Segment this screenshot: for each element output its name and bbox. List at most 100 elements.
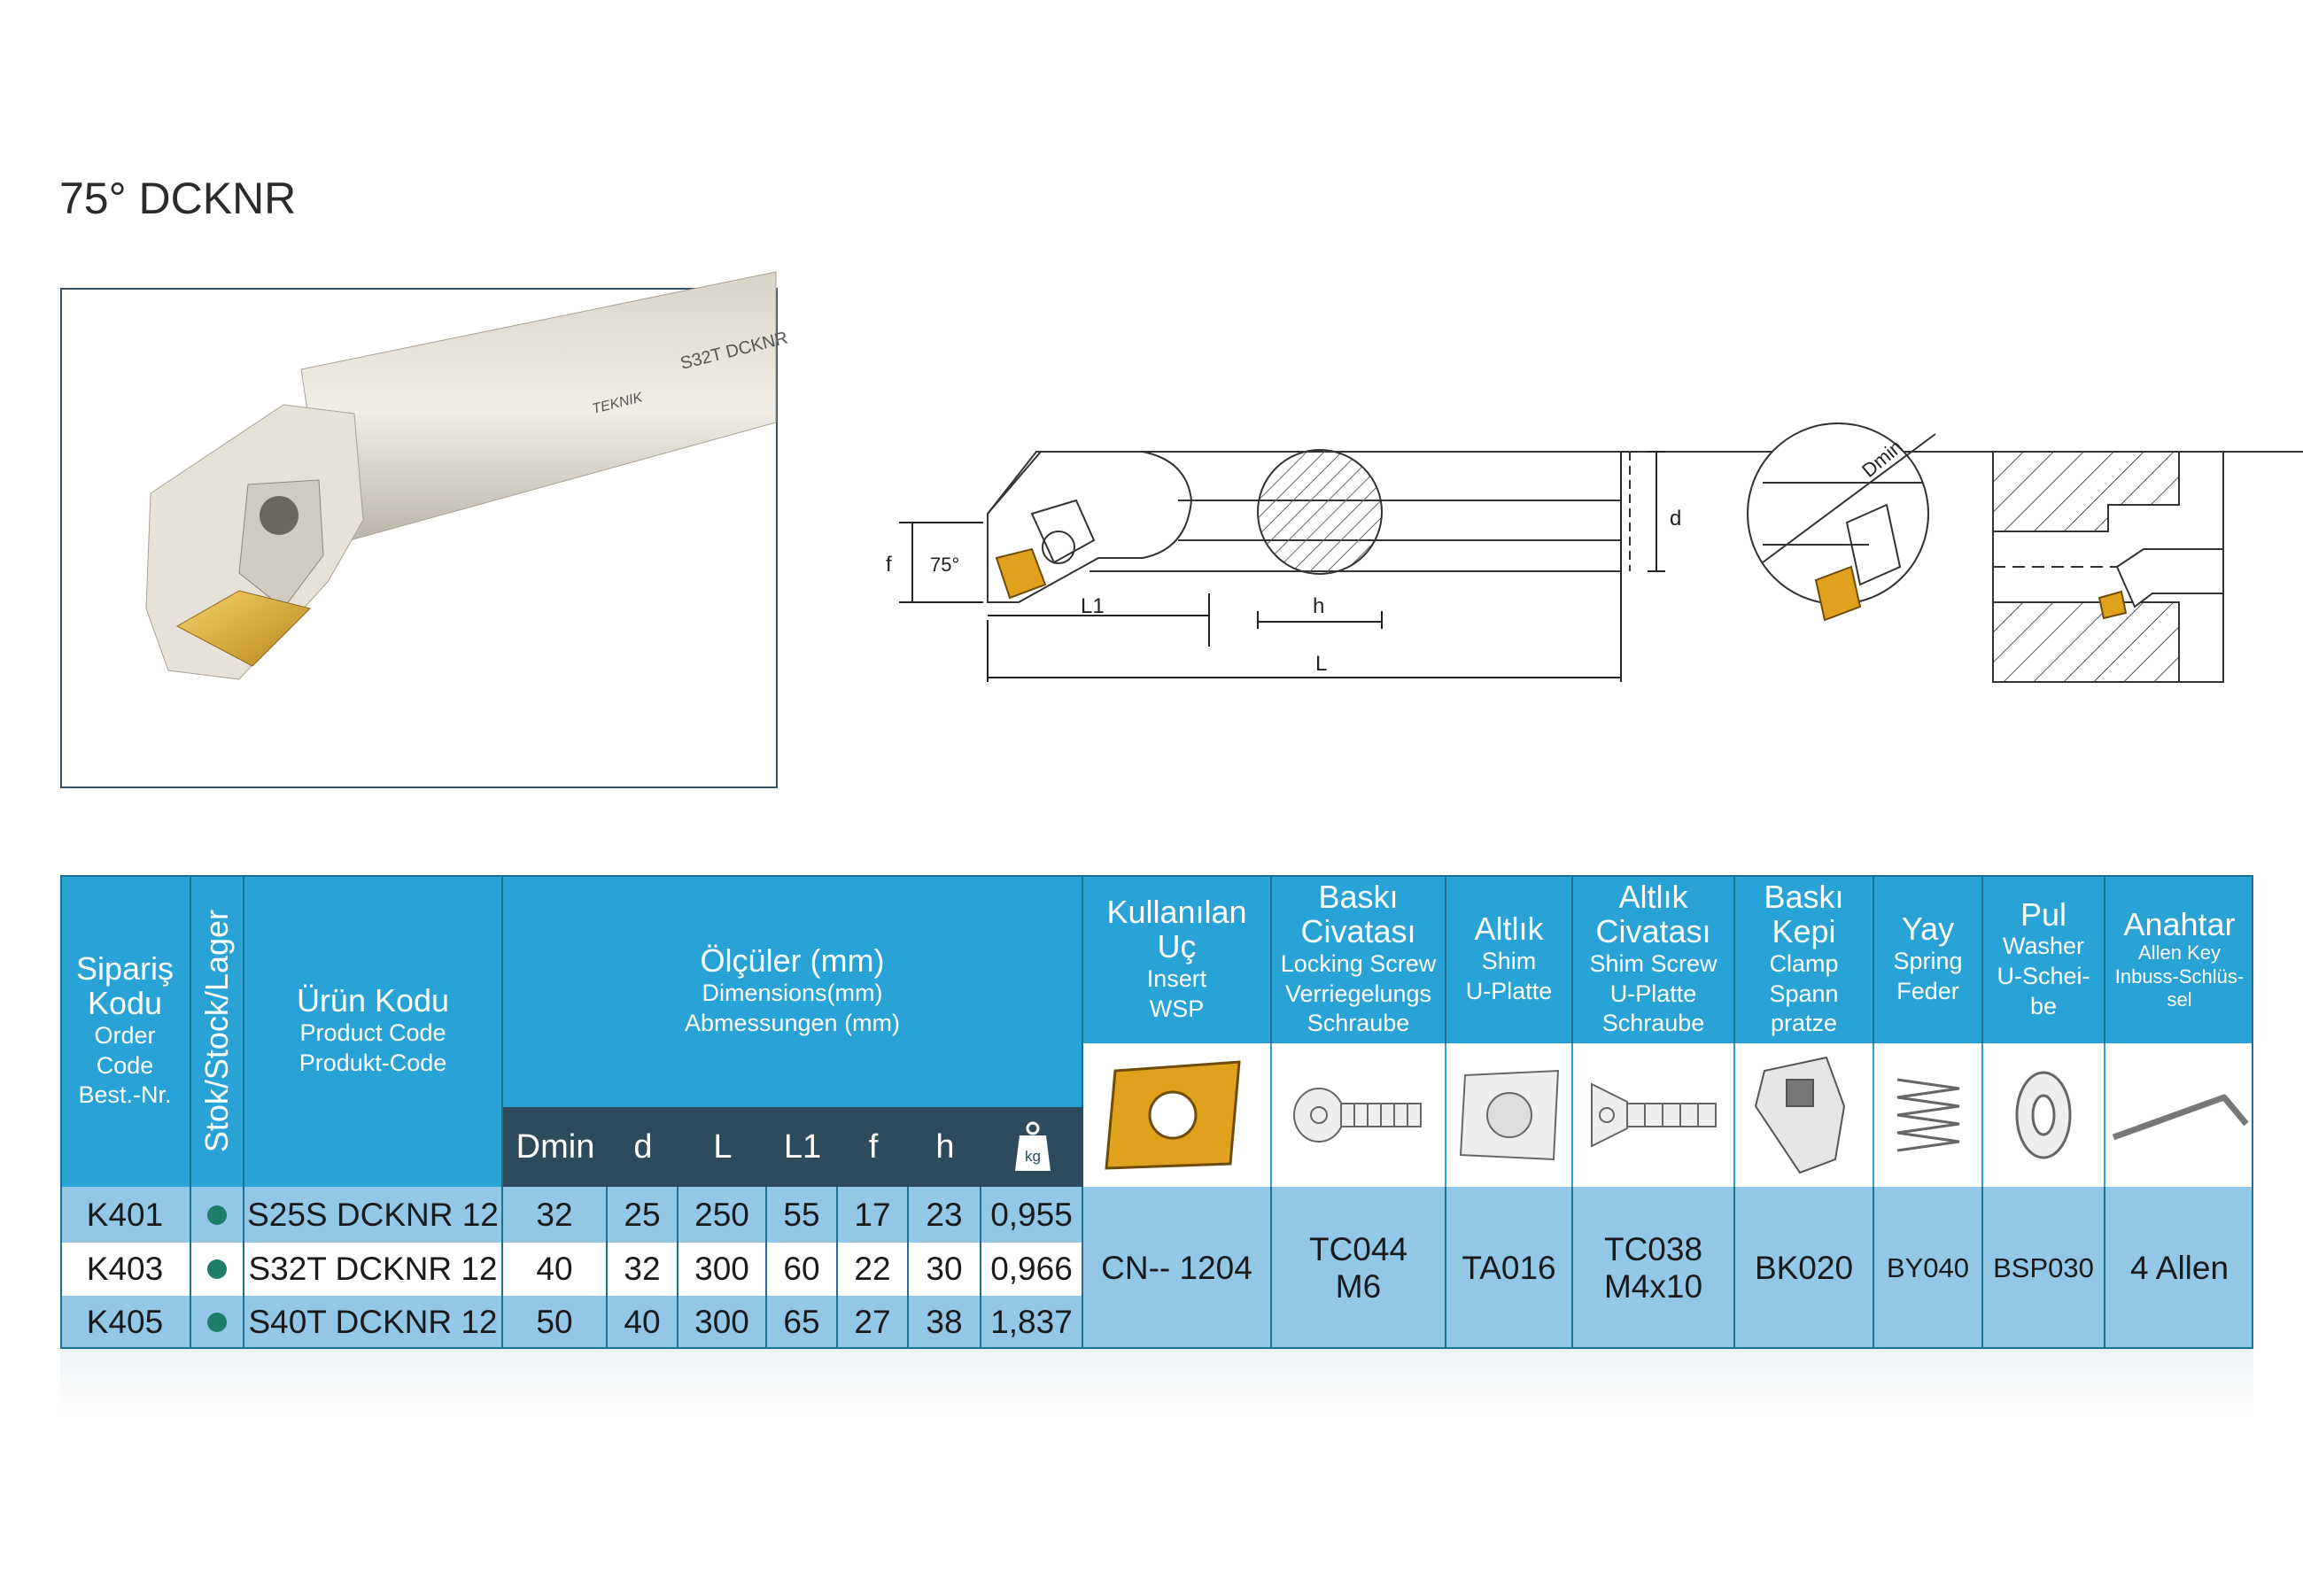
table-shadow	[60, 1349, 2253, 1415]
dim-L: 250	[678, 1187, 767, 1243]
label-L: L	[1315, 652, 1327, 676]
label-L1: L1	[1081, 594, 1105, 618]
header-locking-screw-tr2: Civatası	[1300, 913, 1416, 950]
spring-image	[1874, 1043, 1983, 1187]
header-shim-screw-de2: Schraube	[1601, 1010, 1705, 1037]
in-stock-dot	[207, 1259, 227, 1279]
parts-block	[1083, 1187, 2253, 1349]
table-row	[60, 1296, 1083, 1349]
order-code: K401	[60, 1187, 191, 1243]
weight-icon: kg	[1014, 1121, 1051, 1171]
shim-image	[1446, 1043, 1573, 1187]
shim-icon	[1459, 1069, 1559, 1161]
header-washer-en: Washer	[2002, 933, 2085, 960]
allen-key-icon	[2112, 1094, 2249, 1141]
header-shim-screw-de1: U-Platte	[1609, 980, 1697, 1007]
dim-d: 40	[608, 1296, 678, 1349]
header-product-en: Product Code	[299, 1019, 446, 1047]
col-f: f	[838, 1107, 909, 1187]
header-insert-en: Insert	[1146, 965, 1207, 992]
product-code: S32T DCKNR 12	[244, 1243, 503, 1296]
header-order-en: Order	[94, 1021, 156, 1049]
header-order-tr1: Sipariş	[75, 949, 174, 987]
header-order-en2: Code	[96, 1051, 154, 1079]
header-clamp-en: Clamp	[1769, 949, 1839, 977]
bore-view-drawing	[1992, 451, 2224, 683]
header-dims-de: Abmessungen (mm)	[684, 1009, 901, 1036]
col-L: L	[678, 1107, 767, 1187]
label-d: d	[1670, 507, 1681, 531]
header-clamp-tr2: Kepi	[1772, 913, 1836, 950]
dim-d: 32	[608, 1243, 678, 1296]
table-row	[60, 1187, 1083, 1243]
header-washer-tr: Pul	[2020, 895, 2067, 933]
countersunk-screw-icon	[1590, 1082, 1717, 1148]
allen-key-code: 4 Allen	[2129, 1249, 2229, 1286]
svg-text:kg: kg	[1025, 1148, 1041, 1165]
shim-code: TA016	[1446, 1187, 1573, 1349]
side-view-drawing	[987, 449, 2303, 603]
col-L1: L1	[767, 1107, 838, 1187]
label-f: f	[886, 553, 892, 577]
allen-key-image	[2105, 1043, 2253, 1187]
locking-screw-code: TC044 M6	[1272, 1187, 1446, 1349]
header-insert: Kullanılan Uç Insert WSP	[1083, 875, 1272, 1043]
header-shim-tr: Altlık	[1474, 910, 1544, 948]
insert-code: CN-- 1204	[1083, 1187, 1272, 1349]
label-h: h	[1313, 594, 1324, 618]
weight: 1,837	[981, 1296, 1083, 1349]
header-spring-de: Feder	[1896, 977, 1959, 1004]
locking-screw-code-2: M6	[1335, 1267, 1382, 1305]
header-order-code: Sipariş Kodu Order Code Best.-Nr.	[60, 875, 191, 1187]
detail-view-drawing	[1747, 422, 1936, 622]
header-clamp-de2: pratze	[1770, 1010, 1838, 1037]
header-order-de: Best.-Nr.	[78, 1081, 172, 1109]
col-weight: kg	[981, 1107, 1083, 1187]
header-insert-de: WSP	[1149, 995, 1205, 1022]
header-insert-tr1: Kullanılan	[1106, 893, 1247, 930]
page-title: 75° DCKNR	[59, 174, 297, 223]
shim-screw-code: TC038 M4x10	[1573, 1187, 1735, 1349]
header-shim-en: Shim	[1481, 948, 1537, 975]
header-washer-de2: be	[2029, 992, 2058, 1019]
dim-d: 25	[608, 1187, 678, 1243]
product-code: S40T DCKNR 12	[244, 1296, 503, 1349]
dim-L1: 55	[767, 1187, 838, 1243]
col-Dmin: Dmin	[503, 1107, 608, 1187]
dim-L1: 60	[767, 1243, 838, 1296]
header-dims-en: Dimensions(mm)	[702, 980, 883, 1007]
dim-h: 38	[909, 1296, 981, 1349]
spring-icon	[1896, 1078, 1959, 1152]
dim-L1: 65	[767, 1296, 838, 1349]
header-clamp-de1: Spann	[1769, 980, 1839, 1007]
spring-code: BY040	[1874, 1187, 1983, 1349]
dim-Dmin: 50	[503, 1296, 608, 1349]
header-shim: Altlık Shim U-Platte	[1446, 875, 1573, 1043]
washer-icon	[2015, 1071, 2072, 1159]
locking-screw-code-1: TC044	[1308, 1230, 1408, 1267]
label-angle: 75°	[930, 554, 959, 576]
clamp-icon	[1754, 1056, 1845, 1174]
header-order-tr2: Kodu	[87, 985, 163, 1022]
header-stock: Stok/Stock/Lager	[191, 875, 244, 1187]
header-locking-screw-de2: Schraube	[1307, 1010, 1410, 1037]
technical-drawings: f 75° L1 h L d Dmin	[886, 422, 2303, 683]
dim-h: 23	[909, 1187, 981, 1243]
dim-f: 27	[838, 1296, 909, 1349]
locking-screw-image	[1272, 1043, 1446, 1187]
order-code: K403	[60, 1243, 191, 1296]
shim-screw-code-1: TC038	[1603, 1230, 1703, 1267]
clamp-image	[1735, 1043, 1874, 1187]
weight: 0,966	[981, 1243, 1083, 1296]
insert-image	[1083, 1043, 1272, 1187]
stock-indicator	[191, 1243, 244, 1296]
product-code: S25S DCKNR 12	[244, 1187, 503, 1243]
screw-icon	[1292, 1088, 1422, 1143]
header-allen-key-tr: Anahtar	[2123, 905, 2236, 942]
in-stock-dot	[207, 1313, 227, 1332]
header-locking-screw-tr1: Baskı	[1318, 878, 1399, 915]
header-shim-screw-tr1: Altlık	[1618, 878, 1688, 915]
product-table: Sipariş Kodu Order Code Best.-Nr. Stok/S…	[60, 875, 2253, 1349]
header-allen-key-de2: sel	[2167, 988, 2192, 1011]
table-row	[60, 1243, 1083, 1296]
